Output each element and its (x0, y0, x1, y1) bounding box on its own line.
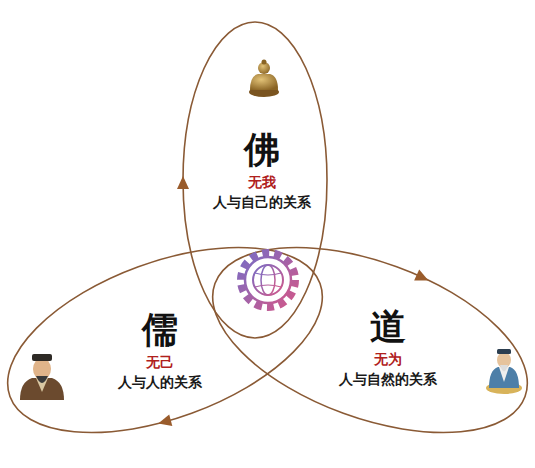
arrow-head (414, 270, 431, 286)
principle-text: 无己 (118, 352, 202, 372)
laozi-figure (486, 349, 522, 394)
confucianism-node: 儒无己人与人的关系 (114, 306, 206, 394)
right-loop (188, 210, 535, 468)
relation-text: 人与人的关系 (118, 372, 202, 392)
relation-text: 人与自然的关系 (339, 369, 437, 389)
arrow-head (177, 176, 189, 189)
buddhism-node: 佛无我人与自己的关系 (209, 126, 315, 214)
gear-icon (241, 253, 295, 307)
confucius-figure (20, 354, 64, 400)
arrow-head (157, 414, 173, 429)
school-name: 佛 (213, 128, 311, 172)
school-name: 儒 (118, 308, 202, 352)
principle-text: 无我 (213, 172, 311, 192)
school-name: 道 (339, 305, 437, 349)
relation-text: 人与自己的关系 (213, 192, 311, 212)
taoism-node: 道无为人与自然的关系 (335, 303, 441, 391)
principle-text: 无为 (339, 349, 437, 369)
left-loop (0, 210, 347, 468)
top-loop (183, 22, 327, 338)
buddha-figure (249, 60, 279, 98)
